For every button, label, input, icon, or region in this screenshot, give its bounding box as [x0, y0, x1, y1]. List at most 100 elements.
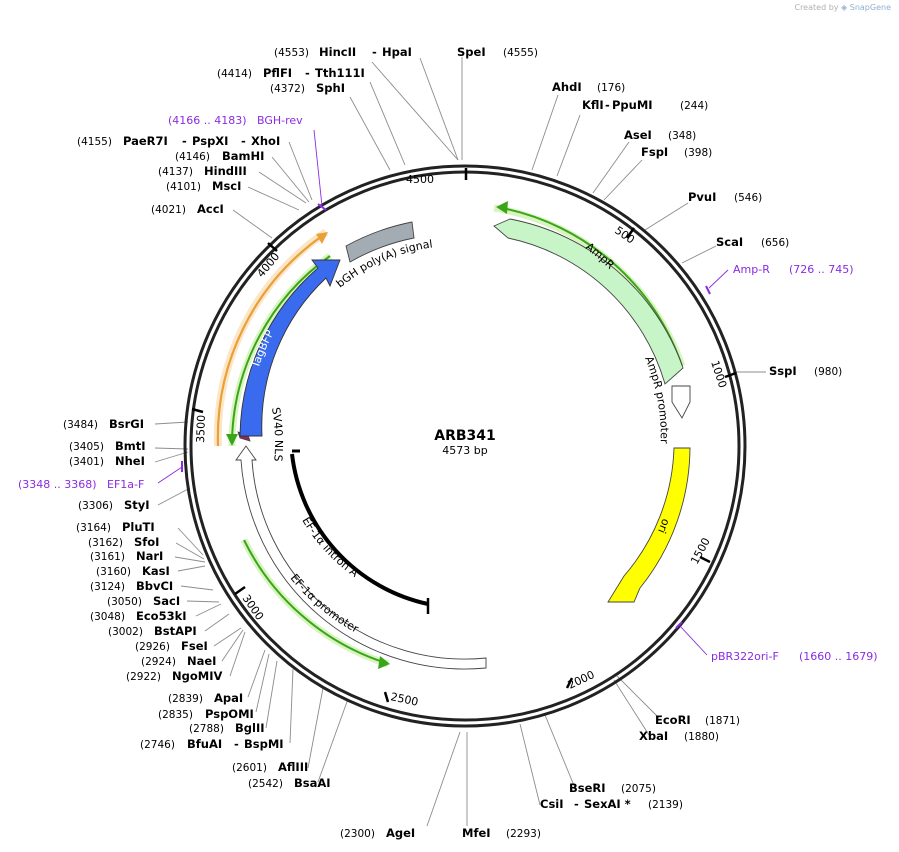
site-pos: (3306)	[78, 500, 113, 512]
site-pos: (2542)	[248, 778, 283, 790]
site-name[interactable]: PaeR7I	[123, 134, 168, 148]
site-name[interactable]: BglII	[235, 721, 265, 735]
site-pos: (3161)	[90, 551, 125, 563]
site-name[interactable]: PvuI	[688, 190, 716, 204]
snapgene-logo-icon: ◈	[841, 3, 848, 12]
site-name[interactable]: BfuAI	[187, 737, 222, 751]
site-pos: (4137)	[158, 166, 193, 178]
site-pos: (348)	[668, 130, 696, 142]
orf-ampr-arrow	[496, 201, 508, 214]
site-name[interactable]: FseI	[181, 639, 208, 653]
site-name[interactable]: BsrGI	[109, 417, 144, 431]
site-name[interactable]: BspMI	[244, 737, 284, 751]
site-name[interactable]: BsaAI	[294, 776, 331, 790]
site-name[interactable]: XhoI	[251, 134, 280, 148]
site-pos: (4155)	[77, 136, 112, 148]
tick-2500: 2500	[389, 690, 419, 709]
site-name[interactable]: Tth111I	[315, 66, 365, 80]
site-name[interactable]: XbaI	[639, 729, 668, 743]
site-pos: (3484)	[63, 419, 98, 431]
snapgene-credit: Created by ◈ SnapGene	[794, 3, 891, 12]
site-name[interactable]: SacI	[153, 594, 180, 608]
site-name[interactable]: AgeI	[386, 826, 415, 840]
site-name[interactable]: AhdI	[552, 80, 582, 94]
primer-ef1a-f-name: EF1a-F	[107, 478, 144, 491]
site-pos: (3124)	[90, 581, 125, 593]
site-pos: (3050)	[107, 596, 142, 608]
site-name[interactable]: AccI	[197, 202, 224, 216]
site-name[interactable]: FspI	[641, 145, 668, 159]
separator: -	[305, 66, 310, 80]
site-pos: (656)	[761, 237, 789, 249]
separator: -	[372, 45, 377, 59]
site-pos: (2300)	[340, 828, 375, 840]
feature-ampr-promoter-arrow[interactable]	[671, 385, 691, 419]
primer-amp-r-name: Amp-R	[733, 263, 770, 276]
site-name[interactable]: PspOMI	[205, 707, 254, 721]
site-pos: (546)	[734, 192, 762, 204]
site-name[interactable]: Eco53kI	[136, 609, 187, 623]
site-name[interactable]: BbvCI	[136, 579, 173, 593]
site-name[interactable]: NarI	[136, 549, 163, 563]
site-name[interactable]: CsiI	[540, 797, 564, 811]
site-name[interactable]: NaeI	[187, 654, 216, 668]
site-pos: (3048)	[90, 611, 125, 623]
site-pos: (4372)	[270, 83, 305, 95]
separator: -	[574, 797, 579, 811]
tick-marks	[191, 168, 737, 703]
site-name[interactable]: AflIII	[278, 760, 308, 774]
site-name[interactable]: AseI	[624, 128, 652, 142]
site-name[interactable]: SfoI	[134, 535, 159, 549]
orf-ef1a-arrow	[378, 656, 390, 669]
site-name[interactable]: PflFI	[263, 66, 292, 80]
feature-ef1a-promoter[interactable]	[235, 445, 487, 670]
site-name[interactable]: StyI	[124, 498, 150, 512]
site-pos: (4101)	[166, 181, 201, 193]
site-name[interactable]: HindIII	[204, 164, 247, 178]
site-name[interactable]: SphI	[316, 81, 345, 95]
site-name[interactable]: KasI	[142, 564, 170, 578]
feature-ef1a-intron[interactable]	[290, 453, 429, 606]
site-name[interactable]: ApaI	[214, 691, 243, 705]
primer-leads	[157, 129, 729, 656]
site-name[interactable]: EcoRI	[655, 713, 691, 727]
label-sv40-nls: SV40 NLS	[269, 406, 285, 462]
site-pos: (2839)	[168, 693, 203, 705]
site-name[interactable]: HpaI	[382, 45, 412, 59]
site-pos: (3164)	[76, 522, 111, 534]
site-name[interactable]: PpuMI	[612, 98, 653, 112]
site-name[interactable]: MfeI	[462, 826, 491, 840]
site-name[interactable]: PluTI	[122, 520, 155, 534]
credit-brand: SnapGene	[849, 3, 891, 12]
site-name[interactable]: BmtI	[115, 439, 146, 453]
site-name[interactable]: HincII	[319, 45, 356, 59]
site-name[interactable]: BseRI	[569, 781, 606, 795]
site-pos: (2788)	[189, 723, 224, 735]
site-name[interactable]: BamHI	[222, 149, 264, 163]
site-name[interactable]: PspXI	[192, 134, 228, 148]
tick-3500: 3500	[194, 415, 208, 443]
site-pos: (4555)	[503, 47, 538, 59]
primer-labels: Amp-R (726 .. 745) pBR322ori-F (1660 .. …	[18, 114, 878, 663]
site-name[interactable]: SexAI *	[584, 797, 631, 811]
site-pos: (2293)	[506, 828, 541, 840]
feature-bgh-polya[interactable]	[345, 221, 415, 263]
site-pos: (176)	[597, 82, 625, 94]
site-name[interactable]: MscI	[212, 179, 241, 193]
feature-ori[interactable]	[607, 447, 691, 603]
label-ori: ori	[655, 517, 672, 535]
feature-tagbfp[interactable]	[239, 259, 341, 437]
orf-orange-line	[216, 235, 323, 447]
site-name[interactable]: ScaI	[716, 235, 743, 249]
site-name[interactable]: SpeI	[457, 45, 486, 59]
site-name[interactable]: SspI	[769, 364, 797, 378]
feature-ampr[interactable]	[493, 218, 684, 385]
site-name[interactable]: KflI	[582, 98, 604, 112]
site-pos: (4146)	[175, 151, 210, 163]
site-name[interactable]: BstAPI	[154, 624, 197, 638]
site-name[interactable]: NheI	[115, 454, 145, 468]
site-pos: (4021)	[151, 204, 186, 216]
orf-tagbfp-arrow	[226, 434, 238, 446]
site-name[interactable]: NgoMIV	[172, 669, 222, 683]
